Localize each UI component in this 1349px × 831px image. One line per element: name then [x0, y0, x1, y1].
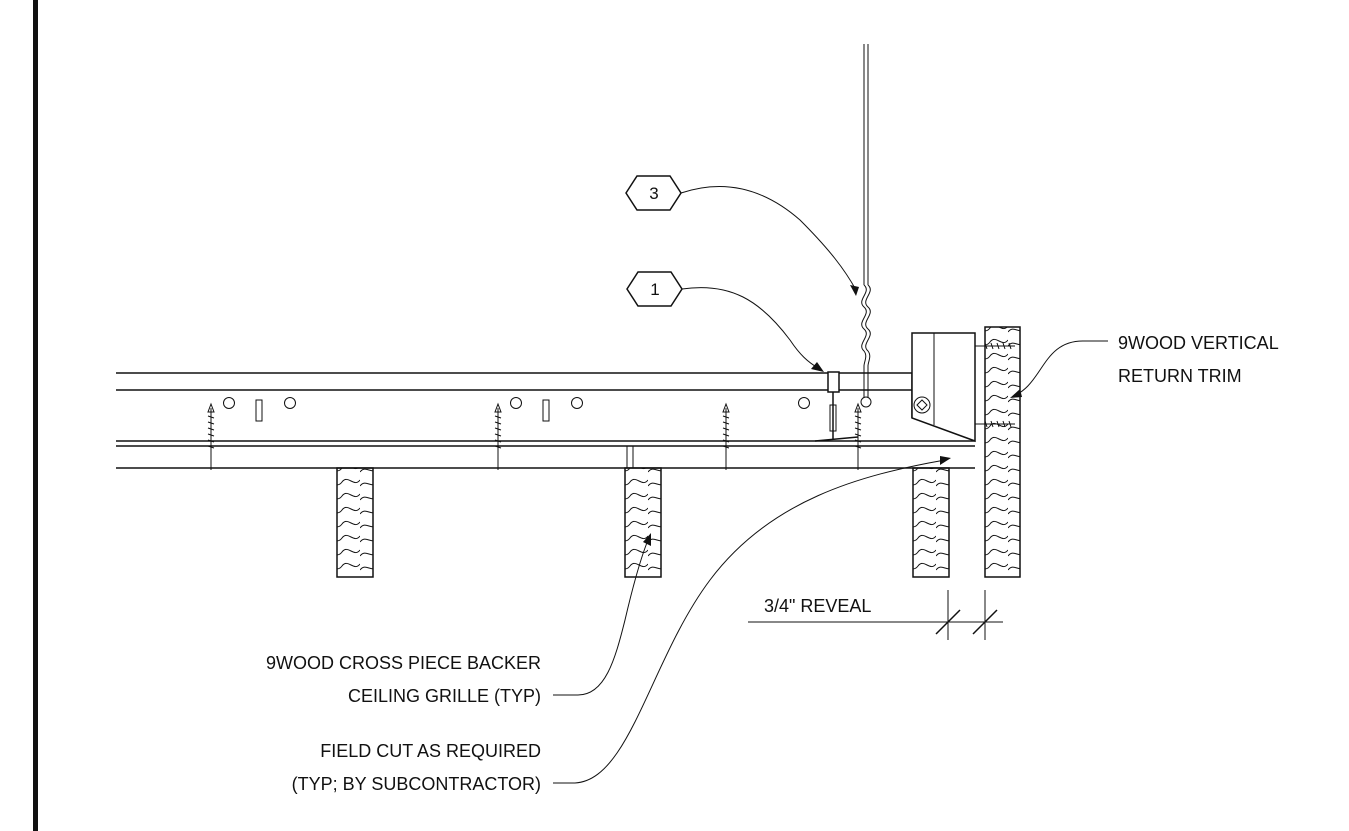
callout-3: 3	[625, 175, 859, 296]
svg-text:9WOOD VERTICAL: 9WOOD VERTICAL	[1118, 333, 1279, 353]
label-reveal: 3/4" REVEAL	[764, 596, 871, 616]
svg-text:CEILING GRILLE (TYP): CEILING GRILLE (TYP)	[348, 686, 541, 706]
leader-cross-piece	[553, 533, 651, 696]
reveal-dimension	[748, 590, 1003, 640]
backer-2	[624, 467, 662, 578]
vertical-return-trim	[984, 326, 1021, 578]
leader-return-trim	[1010, 340, 1108, 398]
backer-1	[336, 467, 374, 578]
callout-1: 1	[626, 271, 824, 372]
label-return-trim: 9WOOD VERTICAL RETURN TRIM	[1118, 333, 1279, 386]
backer-3	[912, 467, 950, 578]
screw-fasteners	[207, 402, 862, 470]
hanger-clip	[814, 371, 859, 442]
svg-text:9WOOD CROSS PIECE BACKER: 9WOOD CROSS PIECE BACKER	[266, 653, 541, 673]
label-cross-piece: 9WOOD CROSS PIECE BACKER CEILING GRILLE …	[266, 653, 541, 706]
perimeter-bracket	[911, 332, 976, 443]
leader-field-cut	[553, 456, 951, 784]
sheet-border	[33, 0, 38, 831]
label-field-cut: FIELD CUT AS REQUIRED (TYP; BY SUBCONTRA…	[292, 741, 541, 794]
hanger-wire	[860, 44, 872, 408]
svg-text:RETURN TRIM: RETURN TRIM	[1118, 366, 1242, 386]
callout-1-label: 1	[650, 280, 659, 299]
channel-holes	[223, 397, 810, 422]
wood-backers	[336, 326, 1021, 578]
callout-3-label: 3	[649, 184, 658, 203]
svg-text:FIELD CUT AS REQUIRED: FIELD CUT AS REQUIRED	[320, 741, 541, 761]
svg-text:(TYP; BY SUBCONTRACTOR): (TYP; BY SUBCONTRACTOR)	[292, 774, 541, 794]
